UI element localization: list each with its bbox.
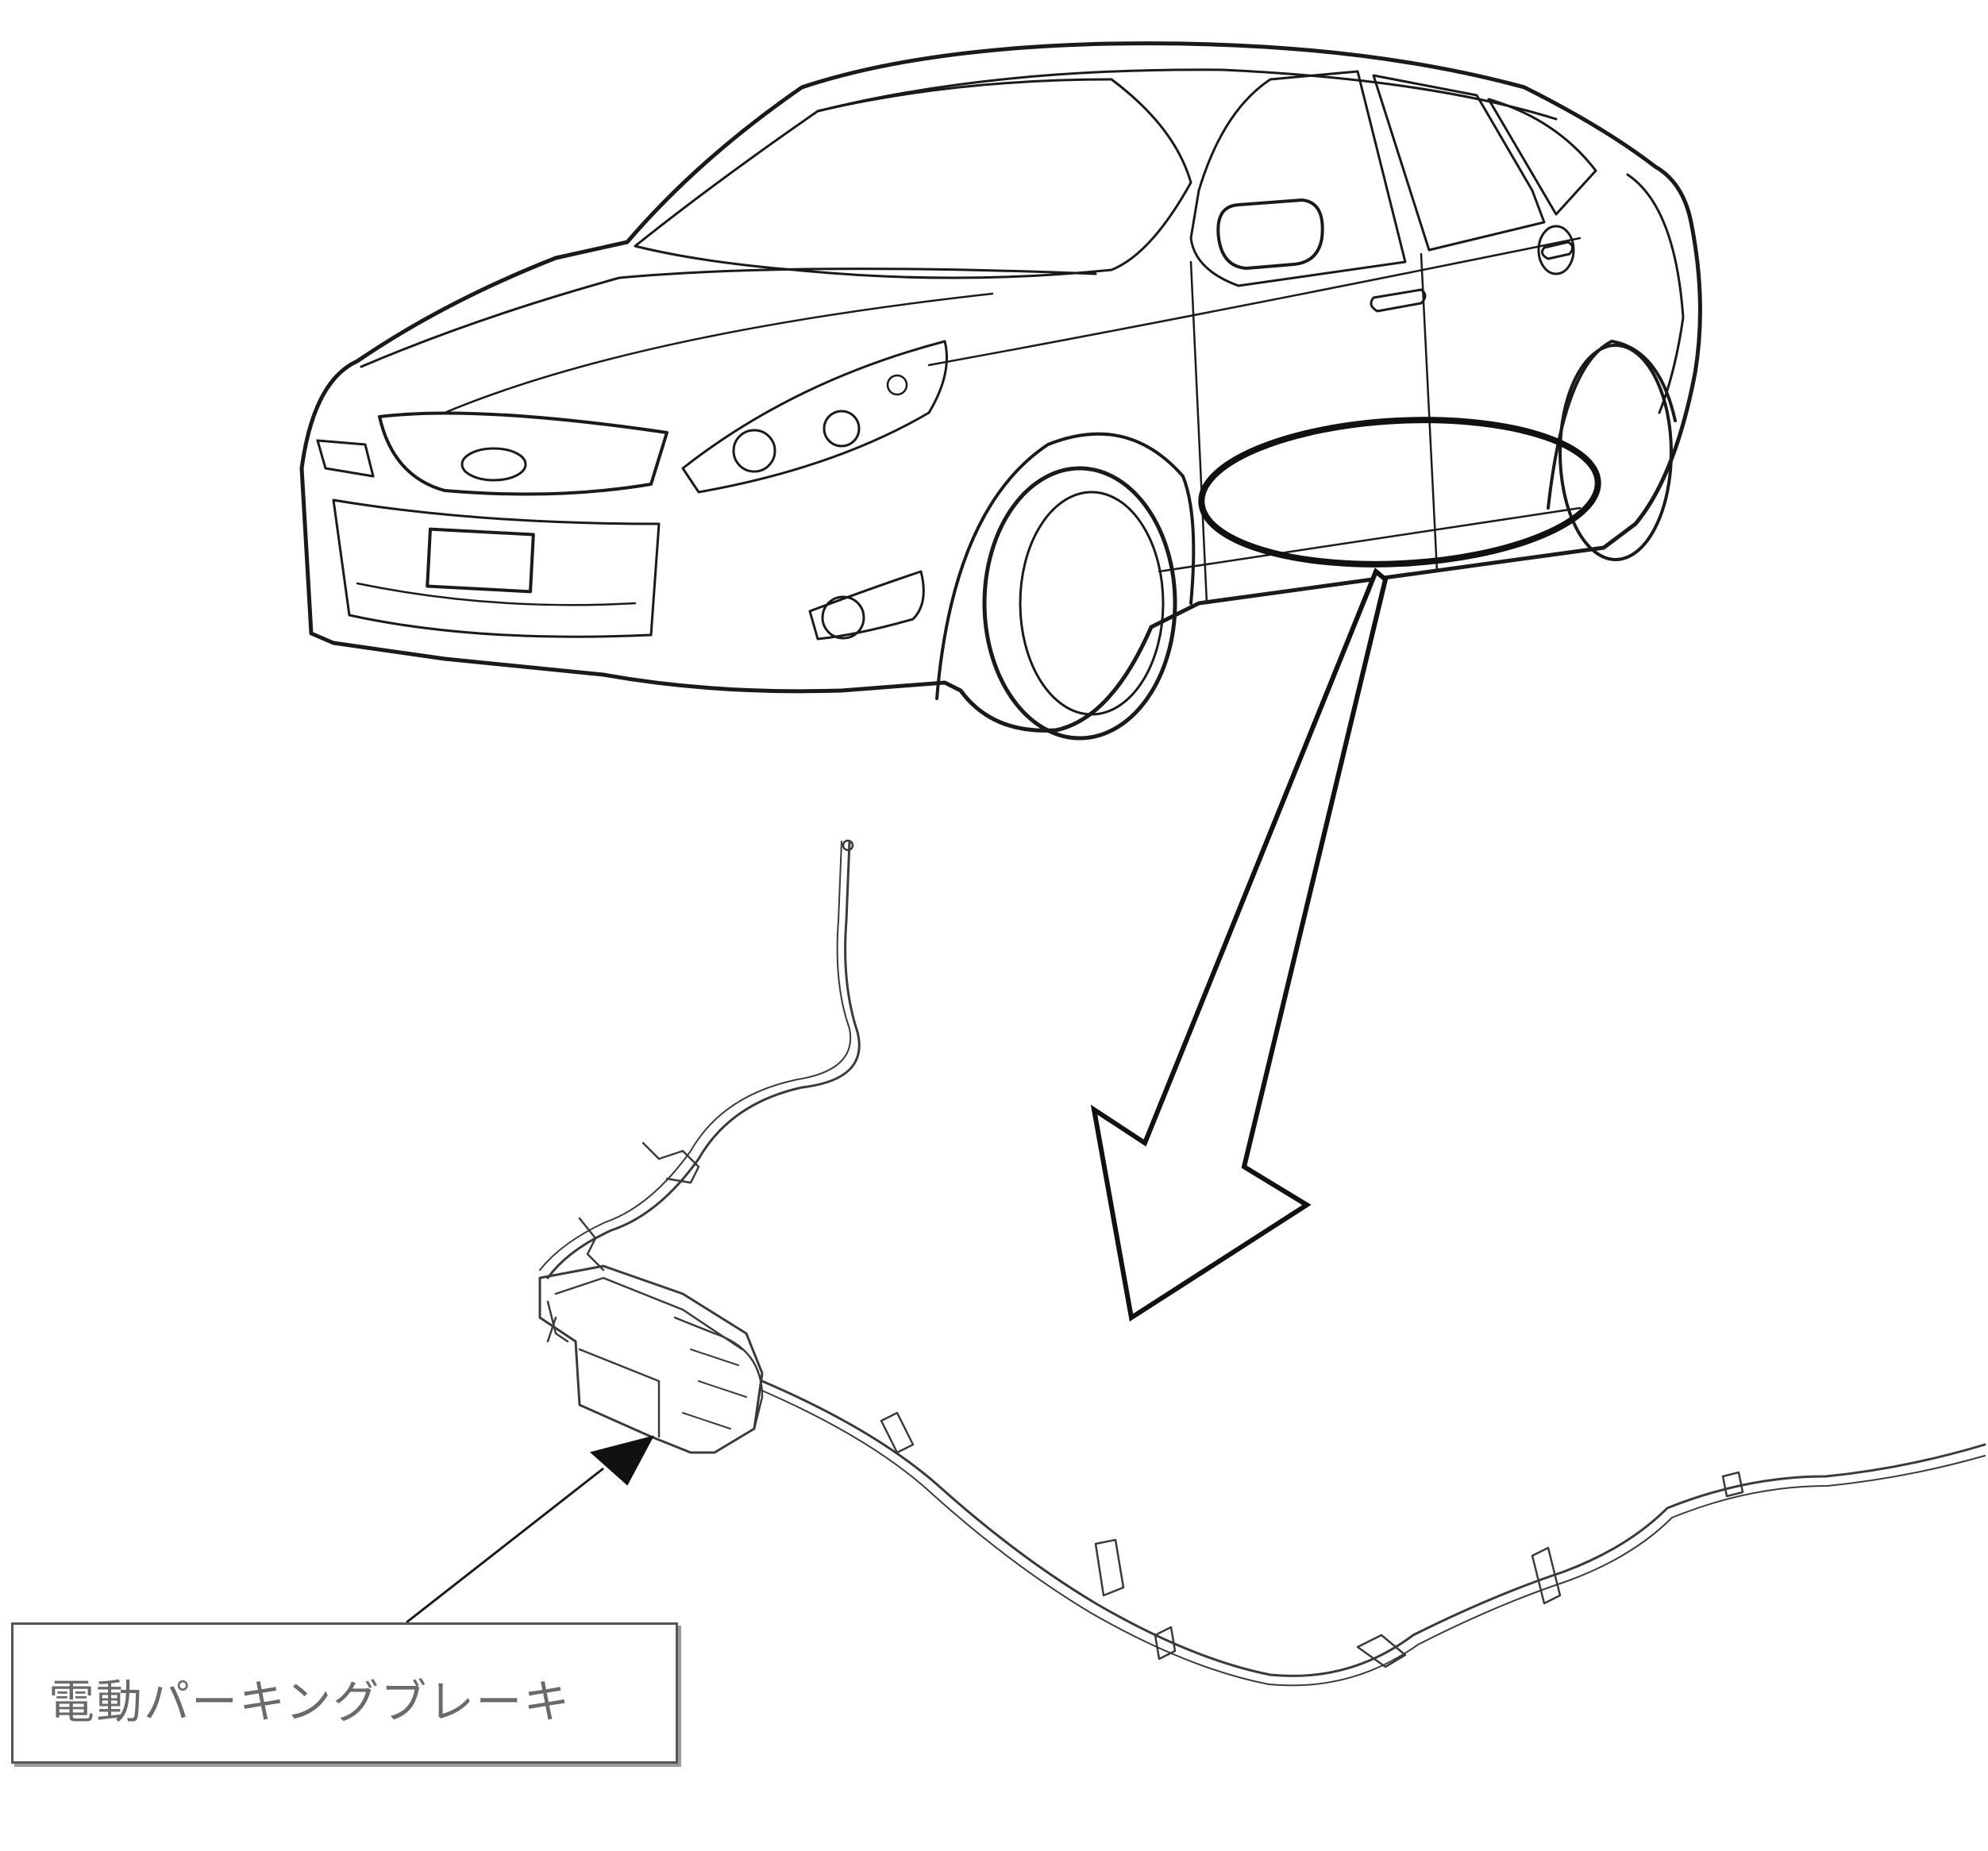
cable-clamp-6 — [1721, 1471, 1744, 1498]
callout-box: 電動パーキングブレーキ — [11, 1622, 678, 1764]
rear-door-handle — [1540, 241, 1574, 260]
headlight-right — [681, 340, 948, 494]
upper-cable-bracket — [641, 1141, 700, 1184]
cable-clamp-1 — [880, 1411, 915, 1454]
front-door-window — [1189, 70, 1407, 287]
actuator-front-face — [578, 1348, 661, 1438]
cable-end-fitting — [842, 839, 854, 852]
fog-light-housing — [808, 570, 925, 641]
actuator-motor — [673, 1316, 764, 1430]
headlight-lens-2 — [823, 410, 861, 448]
sill-line — [1158, 506, 1582, 573]
hood-line — [360, 267, 1097, 368]
license-plate — [426, 527, 535, 594]
lower-intake — [356, 582, 637, 606]
front-rim — [1019, 491, 1165, 716]
upper-cable-inner — [539, 841, 852, 1271]
fog-light — [821, 595, 865, 640]
actuator-housing — [538, 1264, 764, 1454]
hood-center-line — [443, 292, 994, 414]
side-mirror — [1216, 198, 1324, 270]
cable-clamp-4 — [1356, 1634, 1407, 1668]
headlight-lens-3 — [886, 374, 908, 396]
door-seam-rear — [1420, 252, 1439, 573]
front-grille — [378, 411, 668, 496]
cable-clamp-3 — [1154, 1626, 1177, 1661]
rear-door-window — [1372, 74, 1546, 252]
front-emblem — [460, 447, 527, 482]
headlight-left — [316, 439, 375, 478]
callout-arrowhead — [589, 1435, 654, 1486]
headlight-lens-1 — [732, 429, 776, 473]
body-character-line — [927, 237, 1582, 367]
rear-quarter-line — [1626, 173, 1685, 414]
door-seam — [1189, 260, 1208, 605]
actuator-motor-detail — [682, 1349, 747, 1430]
pointer-arrow-large — [1090, 568, 1389, 1322]
fuel-cap — [1537, 225, 1575, 275]
rear-quarter-window — [1487, 98, 1597, 216]
upper-cable-clip — [578, 1217, 605, 1272]
rear-cable — [761, 1380, 1986, 1677]
front-door-handle — [1370, 288, 1427, 313]
front-wheel-arch — [935, 432, 1196, 700]
car-illustration — [299, 41, 1702, 741]
rear-cable-inner — [761, 1390, 1986, 1687]
rear-wheel-arch — [1547, 340, 1677, 510]
actuator-top-plate — [554, 1276, 744, 1351]
callout-leader-line — [406, 1467, 604, 1624]
front-tire — [982, 466, 1177, 741]
windshield — [634, 78, 1192, 279]
upper-cable — [546, 840, 861, 1280]
parking-brake-assembly — [538, 839, 1986, 1687]
highlight-ellipse — [1198, 417, 1601, 568]
callout-label: 電動パーキングブレーキ — [48, 1675, 572, 1729]
cable-clamp-2 — [1094, 1538, 1125, 1597]
roof-line — [816, 68, 1558, 121]
front-bumper — [332, 498, 661, 638]
cable-clamp-5 — [1531, 1546, 1562, 1605]
actuator-mount-left — [546, 1300, 569, 1343]
rear-tire — [1558, 344, 1673, 561]
